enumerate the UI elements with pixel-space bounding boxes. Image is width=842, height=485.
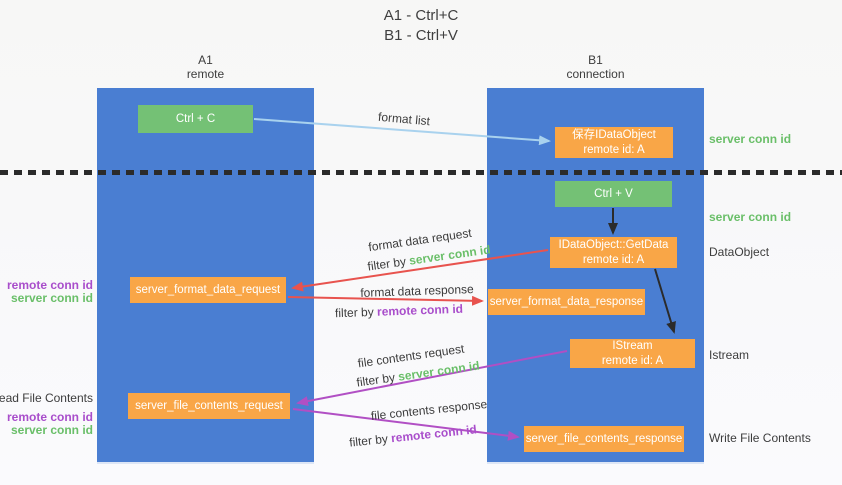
node-istream-line2: remote id: A: [601, 354, 664, 367]
node-ctrl-v: Ctrl + V: [555, 181, 672, 207]
title-line-ctrl-v: B1 - Ctrl+V: [384, 27, 458, 44]
label-remote-conn-id-left-bottom: remote conn id: [6, 410, 93, 424]
node-server-format-data-request: server_format_data_request: [130, 277, 286, 303]
node-server-file-contents-request: server_file_contents_request: [128, 393, 290, 419]
label-remote-conn-id-left-top: remote conn id: [6, 278, 93, 292]
node-ctrl-c-label: Ctrl + C: [175, 112, 216, 125]
node-server-format-data-request-label: server_format_data_request: [135, 283, 281, 296]
column-header-b1: B1 connection: [487, 53, 704, 81]
node-ctrl-c: Ctrl + C: [138, 105, 253, 133]
filter-by-text: filter by: [355, 369, 400, 390]
annotation-format-data-response: format data response: [360, 282, 474, 300]
label-conn-ids-left-bottom: remote conn id server conn id: [7, 411, 93, 437]
label-conn-ids-left-top: remote conn id server conn id: [7, 279, 93, 305]
annotation-format-list: format list: [377, 109, 431, 129]
node-server-file-contents-response-label: server_file_contents_response: [525, 432, 683, 445]
label-write-file-contents: Write File Contents: [709, 431, 811, 445]
remote-conn-id-text: remote conn id: [390, 422, 478, 446]
node-istream-line1: IStream: [612, 340, 653, 353]
node-getdata-line1: IDataObject::GetData: [558, 239, 669, 252]
filter-by-text: filter by: [366, 253, 411, 274]
node-save-idataobject: 保存IDataObject remote id: A: [555, 127, 673, 158]
label-istream: Istream: [709, 348, 750, 362]
node-server-file-contents-response: server_file_contents_response: [524, 426, 684, 452]
remote-conn-id-text: remote conn id: [376, 301, 464, 319]
label-server-conn-id-right-top: server conn id: [709, 132, 792, 146]
annotation-filter-by-remote-conn-id-1: filter by remote conn id: [335, 302, 463, 320]
label-dataobject: DataObject: [709, 245, 770, 259]
diagram-title: A1 - Ctrl+C B1 - Ctrl+V: [0, 6, 842, 46]
node-save-idataobject-line1: 保存IDataObject: [572, 129, 656, 142]
column-a1-name: A1: [198, 53, 213, 67]
node-save-idataobject-line2: remote id: A: [583, 143, 645, 156]
annotation-filter-by-remote-conn-id-2: filter by remote conn id: [349, 422, 478, 449]
title-line-ctrl-c: A1 - Ctrl+C: [383, 7, 459, 24]
filter-by-text: filter by: [348, 431, 392, 450]
node-idataobject-getdata: IDataObject::GetData remote id: A: [550, 237, 677, 268]
column-header-a1: A1 remote: [97, 53, 314, 81]
node-istream: IStream remote id: A: [570, 339, 695, 368]
node-getdata-line2: remote id: A: [582, 253, 645, 266]
phase-divider-dotted-line: [0, 170, 842, 175]
label-server-conn-id-left-bottom: server conn id: [10, 423, 93, 437]
filter-by-text: filter by: [334, 304, 378, 321]
label-read-file-contents: Read File Contents: [0, 391, 93, 405]
annotation-file-contents-response: file contents response: [370, 396, 488, 424]
column-b1-name: B1: [588, 53, 603, 67]
column-a1-subtitle: remote: [186, 67, 225, 81]
node-ctrl-v-label: Ctrl + V: [594, 187, 633, 200]
label-server-conn-id-right-mid: server conn id: [709, 210, 792, 224]
label-server-conn-id-left-top: server conn id: [10, 291, 93, 305]
node-server-format-data-response: server_format_data_response: [488, 289, 645, 315]
node-server-format-data-response-label: server_format_data_response: [489, 295, 644, 308]
node-server-file-contents-request-label: server_file_contents_request: [135, 399, 283, 412]
column-b1-subtitle: connection: [566, 67, 625, 81]
